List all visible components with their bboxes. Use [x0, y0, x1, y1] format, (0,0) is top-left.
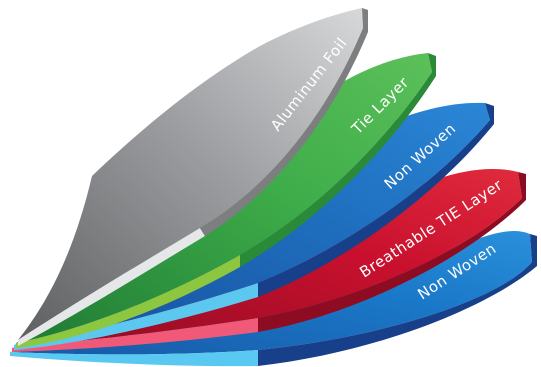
layer-1-front-edge [18, 228, 205, 346]
layer-non-woven-bottom: Non Woven [10, 231, 537, 367]
layer-5-side-edge [258, 234, 537, 366]
layer-3-side-edge [258, 103, 494, 297]
layer-1-top-surface [18, 8, 363, 340]
layer-2-front-edge [16, 255, 240, 348]
layer-4-front-edge [12, 318, 258, 352]
layer-4-side-edge [258, 172, 526, 332]
layer-5-top-surface [10, 231, 532, 355]
layer-5-front-edge [10, 350, 258, 367]
layer-2-side-edge [240, 53, 436, 267]
